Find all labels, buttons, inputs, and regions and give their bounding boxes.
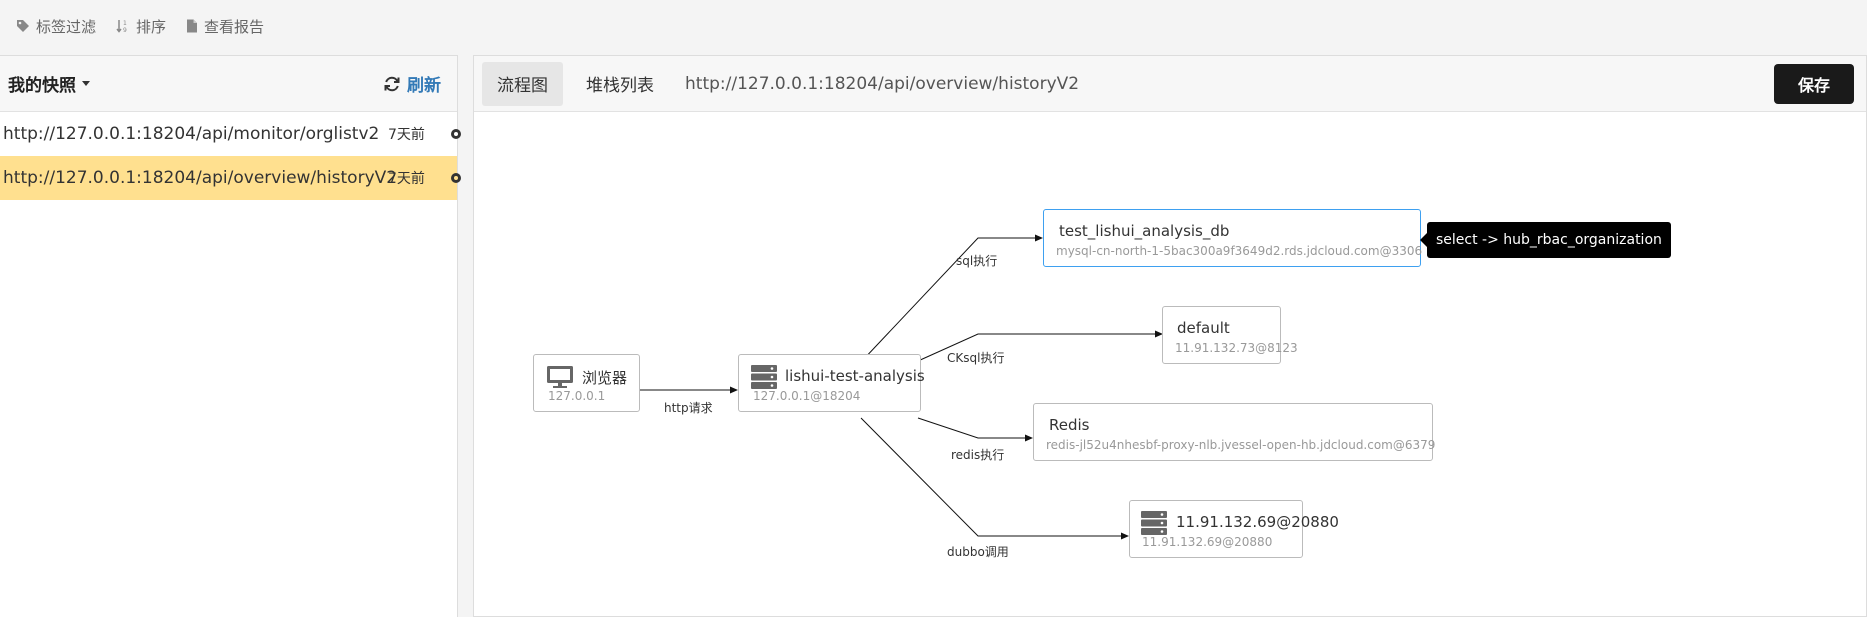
edge-sql (860, 234, 1043, 363)
refresh-button[interactable]: 刷新 (383, 71, 441, 96)
sort-icon: 1 9 (116, 20, 127, 34)
snapshot-panel: 我的快照 刷新 http://127.0.0.1:18204/api/monit… (0, 55, 461, 617)
tooltip-arrow (1420, 233, 1427, 247)
edge-label-http: http请求 (664, 401, 713, 415)
node-address: 11.91.132.69@20880 (1142, 535, 1273, 549)
node-dubbo[interactable]: 11.91.132.69@20880 11.91.132.69@20880 (1129, 500, 1339, 558)
edge-label-cksql: CKsql执行 (947, 351, 1005, 365)
tab-flowchart[interactable]: 流程图 (482, 61, 563, 106)
edge-dubbo (860, 417, 1129, 540)
gear-icon[interactable] (449, 126, 461, 140)
node-address: redis-jl52u4nhesbf-proxy-nlb.jvessel-ope… (1046, 438, 1436, 452)
node-address: 11.91.132.73@8123 (1175, 341, 1298, 355)
server-icon (751, 365, 777, 389)
edge-label-dubbo: dubbo调用 (947, 545, 1009, 559)
sort-button[interactable]: 1 9 排序 (116, 16, 166, 37)
node-mysql[interactable]: test_lishui_analysis_db mysql-cn-north-1… (1043, 209, 1423, 267)
node-name: Redis (1049, 416, 1090, 434)
tooltip-text: select -> hub_rbac_organization (1436, 232, 1662, 248)
node-address: 127.0.0.1 (548, 389, 606, 403)
snapshot-url: http://127.0.0.1:18204/api/overview/hist… (3, 168, 398, 188)
file-icon (187, 19, 198, 33)
sort-label: 排序 (136, 17, 167, 36)
refresh-label: 刷新 (407, 76, 441, 96)
node-name: test_lishui_analysis_db (1059, 222, 1230, 240)
refresh-icon (384, 76, 400, 91)
svg-text:1: 1 (123, 20, 127, 27)
my-snapshots-dropdown[interactable]: 我的快照 (8, 71, 90, 96)
svg-text:9: 9 (123, 27, 127, 34)
flow-edges (640, 234, 1163, 540)
monitor-icon (547, 366, 573, 388)
edge-redis (917, 417, 1033, 442)
snapshot-age: 7天前 (388, 127, 425, 143)
my-snapshots-title: 我的快照 (8, 76, 76, 96)
node-browser[interactable]: 浏览器 127.0.0.1 (533, 354, 640, 412)
node-name: lishui-test-analysis (785, 367, 925, 385)
snapshot-row-selected[interactable]: http://127.0.0.1:18204/api/overview/hist… (0, 156, 461, 200)
view-report-button[interactable]: 查看报告 (186, 16, 264, 37)
edge-label-sql: sql执行 (956, 254, 998, 268)
snapshot-url: http://127.0.0.1:18204/api/monitor/orgli… (3, 124, 380, 144)
tag-filter-label: 标签过滤 (36, 17, 97, 36)
current-url: http://127.0.0.1:18204/api/overview/hist… (685, 73, 1080, 94)
tag-filter-button[interactable]: 标签过滤 (16, 16, 96, 37)
node-name: 浏览器 (582, 369, 628, 387)
flow-panel: 流程图 堆栈列表 http://127.0.0.1:18204/api/over… (473, 55, 1867, 617)
server-icon (1141, 511, 1167, 535)
top-toolbar: 标签过滤 1 9 排序 查看报告 (0, 0, 1867, 52)
flow-canvas: http请求 sql执行 CKsql执行 redis执行 dubbo调用 浏览器… (474, 112, 1866, 616)
node-name: default (1177, 319, 1230, 337)
snapshot-age: 7天前 (388, 171, 425, 187)
node-address: 127.0.0.1@18204 (753, 389, 861, 403)
view-report-label: 查看报告 (204, 17, 265, 36)
node-clickhouse[interactable]: default 11.91.132.73@8123 (1162, 306, 1298, 364)
node-name: 11.91.132.69@20880 (1176, 513, 1339, 531)
snapshot-row[interactable]: http://127.0.0.1:18204/api/monitor/orgli… (0, 112, 461, 156)
flow-panel-header: 流程图 堆栈列表 http://127.0.0.1:18204/api/over… (474, 56, 1866, 112)
edge-cksql (917, 330, 1163, 362)
node-address: mysql-cn-north-1-5bac300a9f3649d2.rds.jd… (1056, 244, 1423, 258)
node-app[interactable]: lishui-test-analysis 127.0.0.1@18204 (738, 354, 925, 412)
tag-icon (17, 20, 29, 32)
tab-stack-list[interactable]: 堆栈列表 (586, 76, 654, 96)
gear-icon[interactable] (449, 170, 461, 184)
edge-label-redis: redis执行 (951, 448, 1005, 462)
node-redis[interactable]: Redis redis-jl52u4nhesbf-proxy-nlb.jvess… (1033, 403, 1436, 461)
sql-tooltip: select -> hub_rbac_organization (1420, 222, 1671, 258)
caret-down-icon (82, 81, 90, 86)
snapshot-panel-header: 我的快照 刷新 (0, 56, 457, 112)
save-button[interactable]: 保存 (1774, 64, 1854, 104)
